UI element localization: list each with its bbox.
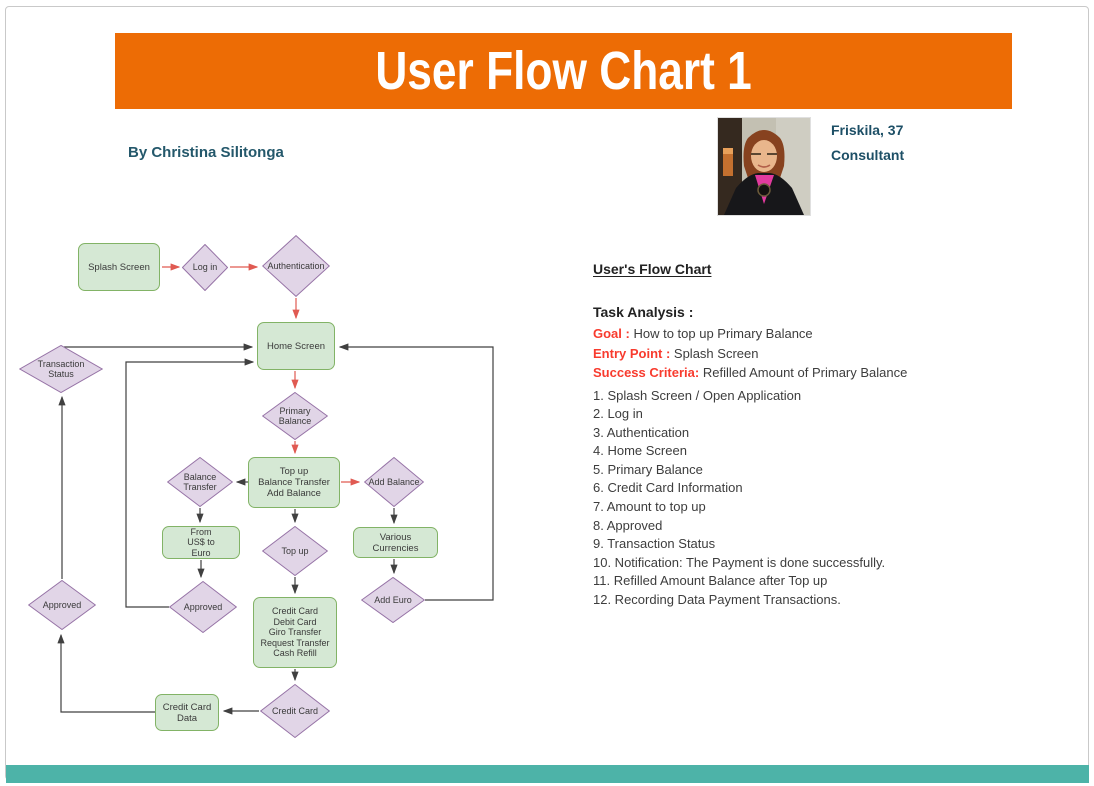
- entry-point-text: Splash Screen: [673, 345, 759, 361]
- success-criteria-text: Refilled Amount of Primary Balance: [702, 365, 908, 380]
- step-item: 9. Transaction Status: [593, 536, 716, 552]
- flow-node-label: Approved: [183, 601, 223, 612]
- step-item: 2. Log in: [593, 406, 643, 422]
- flow-node-label: Log in: [192, 262, 218, 273]
- flow-node-home-screen: Home Screen: [257, 322, 335, 370]
- entry-point-line: Entry Point : Splash Screen: [593, 344, 1033, 364]
- steps-list: 1. Splash Screen / Open Application 2. L…: [593, 387, 1033, 610]
- title-banner: User Flow Chart 1: [115, 33, 1012, 109]
- flow-node-authentication: Authentication: [262, 235, 330, 297]
- author-byline: By Christina Silitonga: [128, 144, 284, 161]
- task-analysis-label: Task Analysis :: [593, 304, 694, 320]
- flow-node-splash-screen: Splash Screen: [78, 243, 160, 291]
- success-criteria-label: Success Criteria:: [593, 365, 700, 380]
- flow-node-label: Credit Card Data: [162, 701, 212, 724]
- flow-node-log-in: Log in: [182, 244, 228, 291]
- flow-node-label: Top up: [281, 545, 309, 556]
- step-item: 5. Primary Balance: [593, 461, 703, 477]
- flow-node-label: Transaction Status: [37, 358, 85, 380]
- step-item: 4. Home Screen: [593, 443, 687, 459]
- persona-photo: [717, 117, 811, 216]
- flow-node-label: Add Balance: [368, 476, 420, 487]
- flow-node-label: Various Currencies: [372, 531, 419, 554]
- flow-node-primary-balance: Primary Balance: [262, 392, 328, 440]
- bottom-accent-bar: [6, 765, 1089, 783]
- step-item: 12. Recording Data Payment Transactions.: [593, 592, 841, 608]
- step-item: 10. Notification: The Payment is done su…: [593, 554, 886, 570]
- success-criteria-line: Success Criteria: Refilled Amount of Pri…: [593, 363, 1033, 383]
- flow-node-label: Balance Transfer: [183, 471, 217, 493]
- flow-node-label: Top up Balance Transfer Add Balance: [258, 466, 330, 499]
- flow-node-label: From US$ to Euro: [187, 526, 215, 558]
- flow-node-approved-left: Approved: [28, 580, 96, 630]
- flow-node-topup-options: Top up Balance Transfer Add Balance: [248, 457, 340, 508]
- flow-node-top-up: Top up: [262, 526, 328, 576]
- step-item: 11. Refilled Amount Balance after Top up: [593, 573, 828, 589]
- flow-node-label: Credit Card: [271, 705, 318, 716]
- flow-node-transaction-status: Transaction Status: [19, 345, 103, 393]
- flow-node-add-euro: Add Euro: [361, 577, 425, 623]
- flow-node-add-balance: Add Balance: [364, 457, 424, 507]
- step-item: 1. Splash Screen / Open Application: [593, 387, 802, 403]
- persona-role: Consultant: [831, 147, 905, 163]
- user-flow-chart-diagram: Splash Screen Home Screen Top up Balance…: [0, 0, 540, 760]
- entry-point-label: Entry Point :: [593, 345, 671, 361]
- flow-node-from-usd-to-euro: From US$ to Euro: [162, 526, 240, 559]
- flow-node-label: Credit Card Debit Card Giro Transfer Req…: [260, 606, 330, 659]
- flow-node-credit-options: Credit Card Debit Card Giro Transfer Req…: [253, 597, 337, 668]
- step-item: 7. Amount to top up: [593, 499, 706, 515]
- portrait-illustration: [718, 118, 810, 215]
- flow-node-label: Approved: [42, 599, 82, 610]
- flow-node-label: Add Euro: [374, 594, 412, 605]
- flow-node-label: Splash Screen: [88, 261, 150, 273]
- persona-name: Friskila, 37: [831, 122, 904, 138]
- step-item: 8. Approved: [593, 517, 663, 533]
- flow-node-various-currencies: Various Currencies: [353, 527, 438, 558]
- flow-node-credit-card: Credit Card: [260, 684, 330, 738]
- goal-line: Goal : How to top up Primary Balance: [593, 324, 1033, 344]
- step-item: 3. Authentication: [593, 424, 690, 440]
- flow-node-balance-transfer: Balance Transfer: [167, 457, 233, 507]
- flow-node-approved-mid: Approved: [169, 581, 237, 633]
- goal-label: Goal :: [593, 326, 630, 341]
- flow-node-label: Primary Balance: [278, 405, 312, 427]
- page-title: User Flow Chart 1: [375, 41, 752, 101]
- goal-text: How to top up Primary Balance: [633, 326, 813, 341]
- step-item: 6. Credit Card Information: [593, 480, 743, 496]
- panel-heading: User's Flow Chart: [593, 261, 712, 277]
- flow-node-label: Authentication: [267, 260, 325, 271]
- flow-node-credit-card-data: Credit Card Data: [155, 694, 219, 731]
- flow-node-label: Home Screen: [266, 340, 326, 352]
- task-analysis-panel: User's Flow Chart Task Analysis : Goal :…: [593, 261, 1033, 610]
